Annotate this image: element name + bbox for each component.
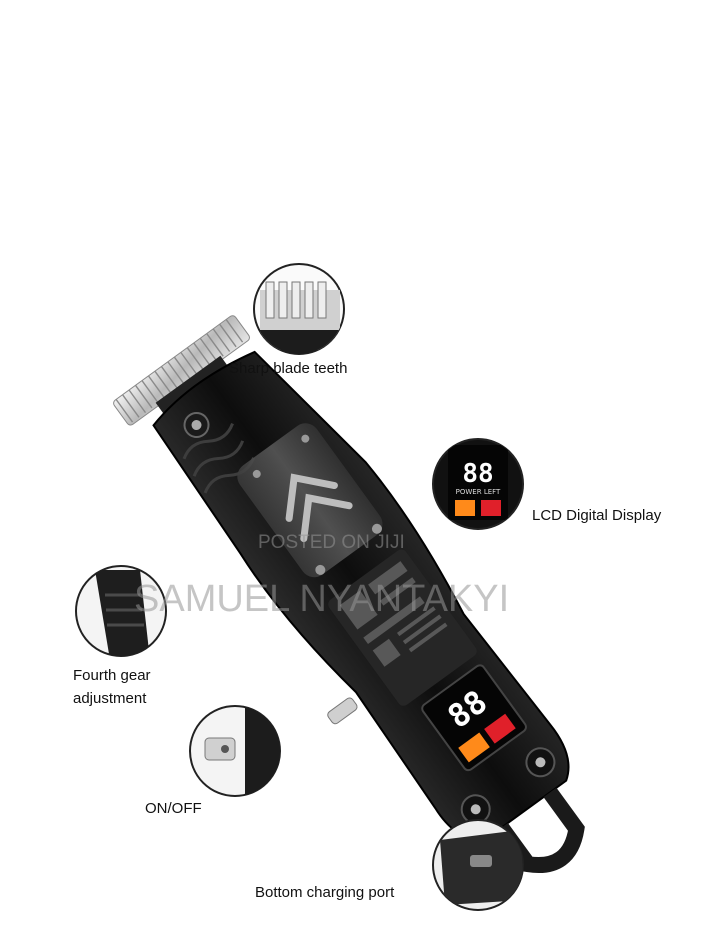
callout-label-switch: ON/OFF: [145, 800, 202, 817]
callout-switch-circle: [189, 705, 281, 797]
callout-label-port: Bottom charging port: [255, 884, 395, 901]
callout-port-circle: [432, 819, 524, 911]
clipper-body: 88: [113, 315, 585, 873]
lcd-screen: 88: [421, 664, 527, 772]
callout-lcd-power-text: POWER LEFT: [456, 488, 501, 496]
callout-blade-circle: [253, 263, 345, 355]
callout-lcd-digits: 88: [462, 459, 493, 489]
callout-label-gear-line1: Fourth gear: [73, 667, 151, 684]
callout-gear-circle: [75, 565, 167, 657]
callout-label-blade: Sharp blade teeth: [229, 360, 348, 377]
callout-label-gear-line2: adjustment: [73, 690, 147, 707]
callout-lcd-circle: 88 POWER LEFT: [432, 438, 524, 530]
callout-label-lcd: LCD Digital Display: [532, 507, 662, 524]
